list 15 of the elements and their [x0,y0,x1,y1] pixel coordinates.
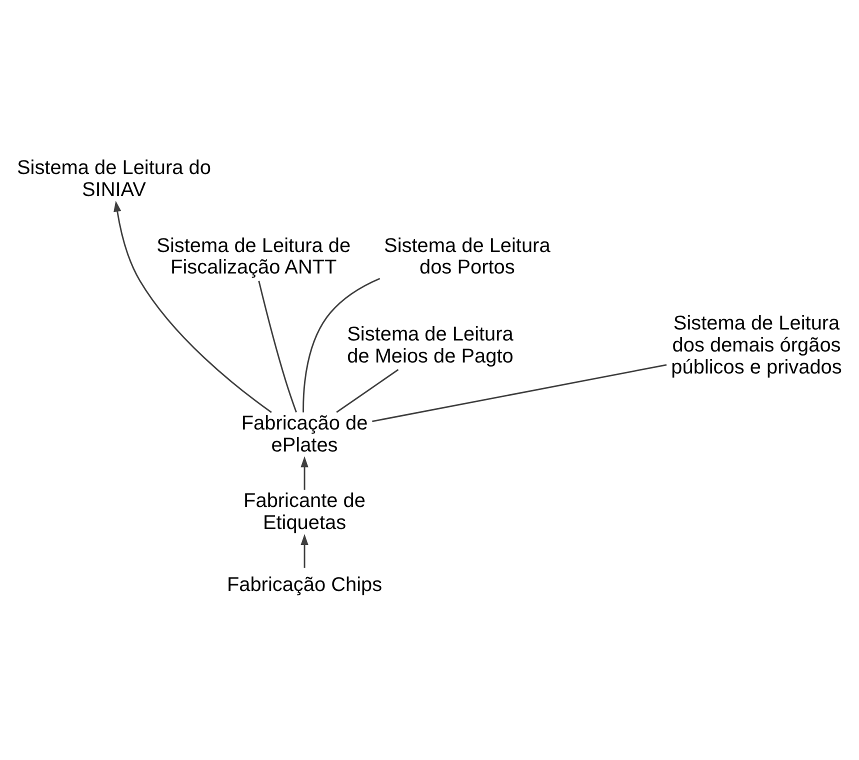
arrow [300,456,308,490]
arrow [114,200,272,412]
node-text: Sistema de Leitura de Fiscalização ANTT [156,234,351,278]
node-text: Fabricação Chips [226,574,382,596]
node-text: Sistema de Leitura dos Portos [384,234,550,278]
node-text: Sistema de Leitura dos demais órgãos públicos e privados [671,312,842,378]
connector [336,368,399,412]
node-text: Sistema de Leitura do SINIAV [16,156,211,200]
arrow [300,534,308,568]
connector [372,364,667,422]
connector [258,280,297,412]
node-text: Sistema de Leitura de Meios de Pagto [347,323,514,368]
node-text: Fabricante de Etiquetas [244,490,366,534]
node-text: Fabricação de ePlates [241,412,368,456]
connector [302,277,380,412]
